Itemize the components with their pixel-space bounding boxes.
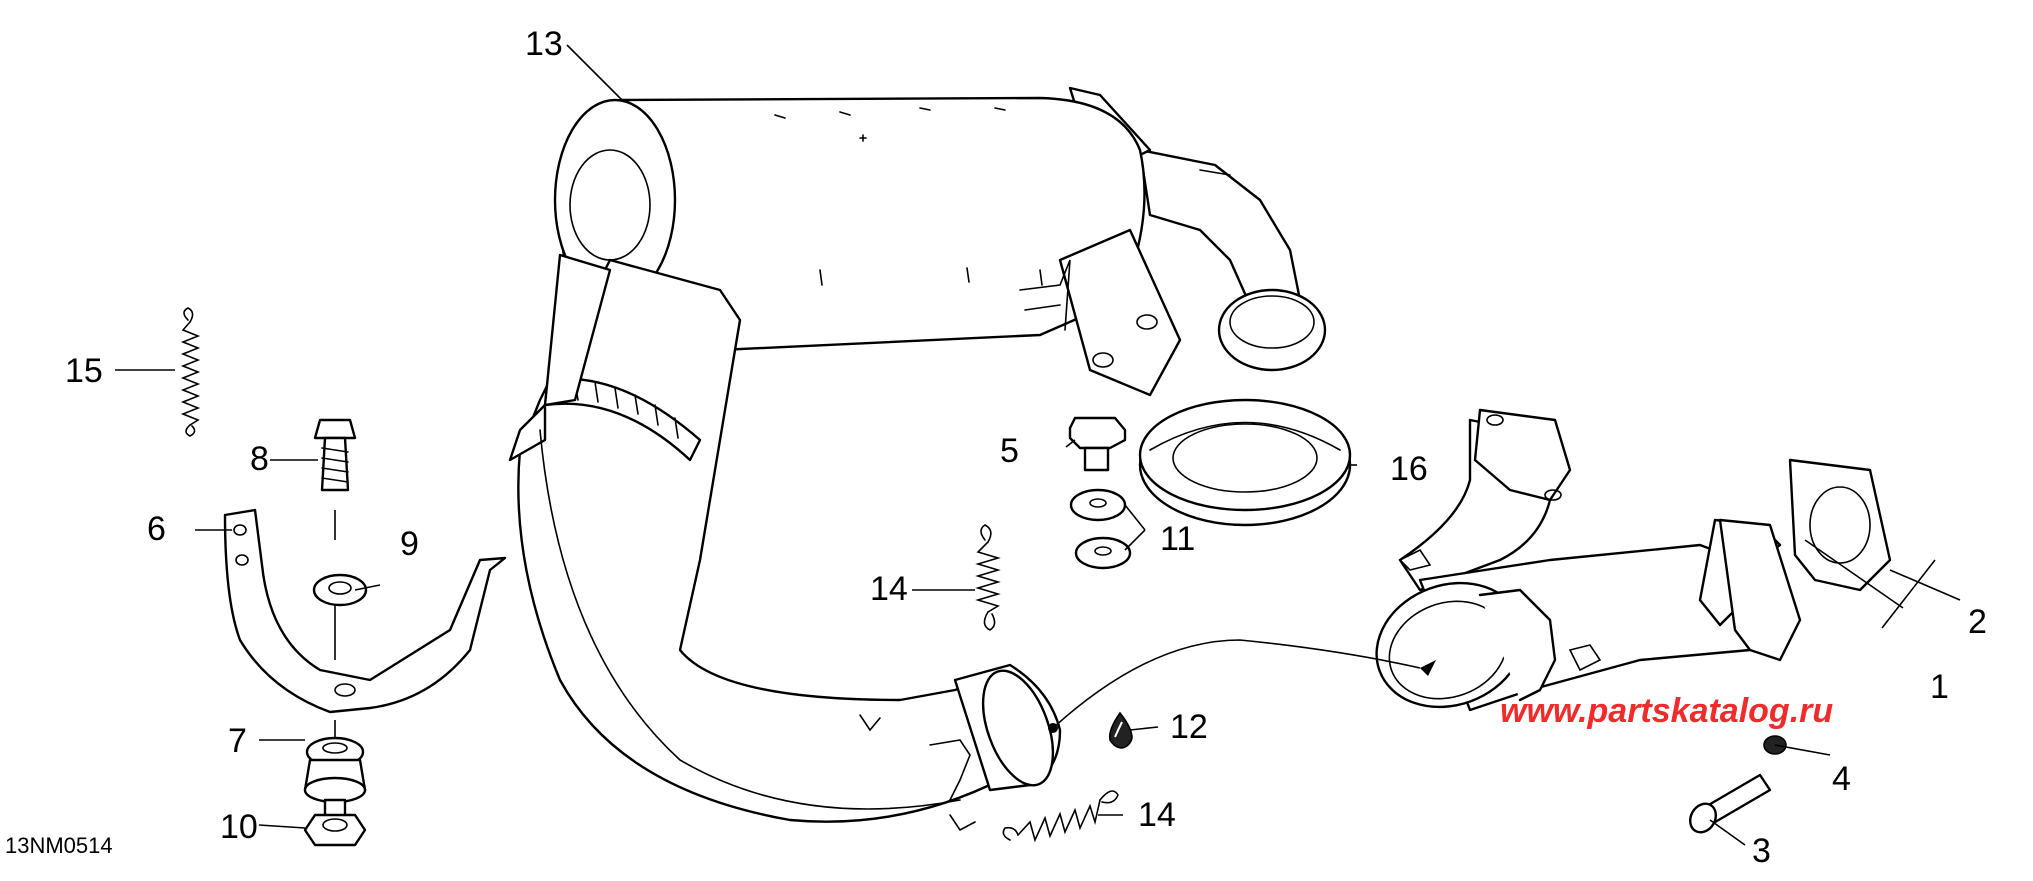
callout-13: 13 (525, 25, 563, 63)
diagram-code: 13NM0514 (5, 833, 113, 858)
watermark-text: www.partskatalog.ru (1500, 692, 1833, 730)
callout-5: 5 (1000, 432, 1019, 470)
callout-1: 1 (1930, 668, 1949, 706)
spring-14-upper-part (975, 524, 1001, 631)
sealant-path (1052, 639, 1421, 729)
stud-5-part (1068, 416, 1127, 472)
callout-14-lower: 14 (1138, 796, 1176, 834)
callout-9: 9 (400, 525, 419, 563)
callout-12: 12 (1170, 708, 1208, 746)
bracket-6-part (223, 508, 507, 714)
callout-8: 8 (250, 440, 269, 478)
bolt-8-part (313, 418, 357, 492)
gasket-part (1788, 458, 1892, 592)
seal-ring-16-part (1138, 398, 1352, 527)
callout-7: 7 (228, 722, 247, 760)
callout-11: 11 (1160, 520, 1195, 558)
spring-14-lower-part (1002, 790, 1119, 843)
spring-15-part (180, 307, 201, 437)
callout-2: 2 (1968, 603, 1987, 641)
bolt-3-part (1688, 773, 1772, 834)
callout-4: 4 (1832, 760, 1851, 798)
callout-6: 6 (147, 510, 166, 548)
exhaust-pipe-part (508, 253, 1062, 832)
washer-9-part (312, 573, 368, 607)
sealant-drop-icon (1108, 711, 1133, 749)
sealant-arrowhead (1420, 660, 1436, 676)
callout-10: 10 (220, 808, 258, 846)
callout-3: 3 (1752, 832, 1771, 870)
manifold-part (1375, 408, 1802, 712)
grommet-7-part (303, 736, 367, 827)
nut-10-part (303, 813, 367, 847)
leader-lines (115, 44, 1961, 846)
callout-15: 15 (65, 352, 103, 390)
callout-14-upper: 14 (870, 570, 908, 608)
muffler-part (553, 86, 1327, 397)
washers-11-part (1069, 488, 1132, 570)
callout-16: 16 (1390, 450, 1428, 488)
